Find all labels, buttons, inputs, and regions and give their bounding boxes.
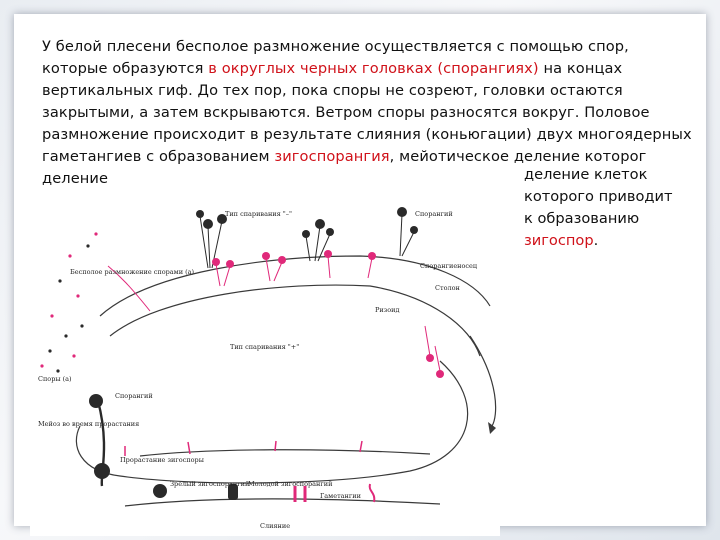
- label-young-zygo: Молодой зигоспорангий: [248, 480, 332, 488]
- zygospores-highlight: зигоспор: [524, 232, 594, 249]
- germinating-zygospore: [94, 463, 110, 479]
- label-germinating: Прорастание зигоспоры: [120, 456, 204, 464]
- label-gametangia: Гаметангии: [320, 492, 361, 500]
- side-period: .: [594, 232, 599, 249]
- side-line-1: деление клеток: [524, 164, 673, 186]
- side-line-3: к образованию: [524, 208, 673, 230]
- label-asexual: Бесполое размножение спорами (а): [70, 268, 195, 276]
- zygosporangium-highlight: зигоспорангия: [274, 148, 389, 165]
- rhizopus-life-cycle-diagram: Тип спаривания "–" Спорангий Спорангиено…: [30, 186, 500, 536]
- label-fusion: Слияние: [260, 522, 290, 530]
- label-meiosis: Мейоз во время прорастания: [38, 420, 139, 428]
- label-mating-plus: Тип спаривания "+": [230, 343, 299, 351]
- side-line-2: которого приводит: [524, 186, 673, 208]
- left-sporangium: [89, 394, 103, 408]
- label-rhizoid: Ризоид: [375, 306, 400, 314]
- mature-zygosporangium: [153, 484, 167, 498]
- label-sporangium-left: Спорангий: [115, 392, 153, 400]
- label-stolon: Столон: [435, 284, 460, 292]
- label-spores: Споры (а): [38, 375, 72, 383]
- label-mature-zygo: Зрелый зигоспорангий: [170, 480, 249, 488]
- label-sporangiophore: Спорангиеносец: [420, 262, 477, 270]
- label-mating-minus: Тип спаривания "–": [225, 210, 292, 218]
- label-sporangium-top: Спорангий: [415, 210, 453, 218]
- sporangia-highlight: в округлых черных головках (спорангиях): [208, 60, 538, 77]
- side-text: деление клеток которого приводит к образ…: [524, 164, 673, 252]
- side-line-4: зигоспор.: [524, 230, 673, 252]
